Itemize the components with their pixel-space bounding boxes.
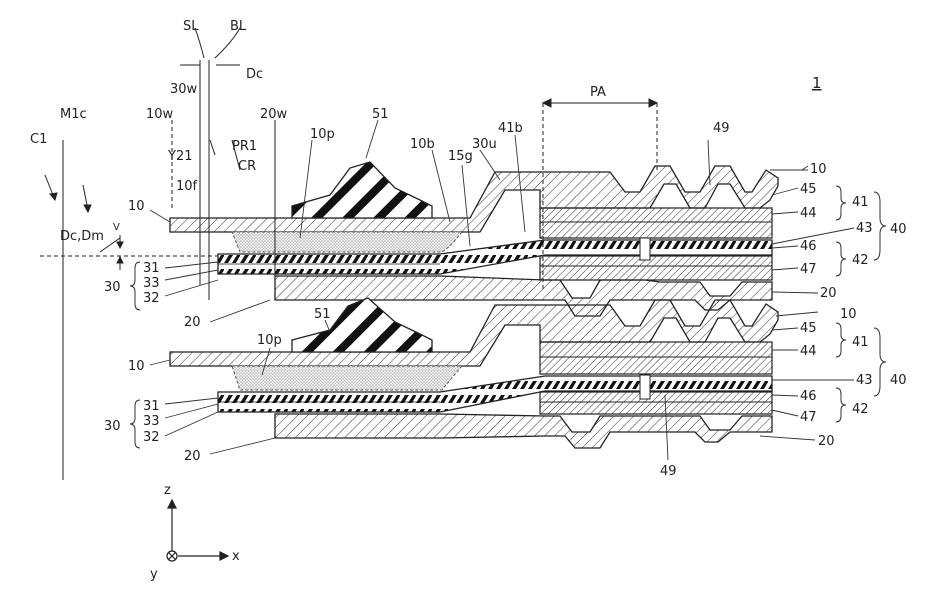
label-33-bottom: 33: [143, 414, 160, 429]
label-30u: 30u: [472, 137, 497, 152]
gdl-41-top: [540, 208, 772, 238]
label-42-top: 42: [852, 253, 869, 268]
top-assembly: [170, 162, 778, 316]
label-10-left-bottom: 10: [128, 359, 145, 374]
label-30w: 30w: [170, 82, 198, 97]
label-PA: PA: [590, 85, 606, 100]
label-20-right-bottom: 20: [818, 434, 835, 449]
label-31-top: 31: [143, 261, 160, 276]
label-M1c: M1c: [60, 107, 87, 122]
marker-49-bottom: [640, 375, 650, 399]
label-C1: C1: [30, 132, 47, 147]
label-41-bottom: 41: [852, 335, 869, 350]
label-47-bottom: 47: [800, 410, 817, 425]
label-44-top: 44: [800, 206, 817, 221]
figure-number: 1: [812, 74, 822, 92]
label-10p-bottom: 10p: [257, 333, 282, 348]
label-SL: SL: [183, 19, 199, 34]
axis-label-x: x: [232, 549, 240, 564]
separator-20-bottom: [275, 414, 772, 448]
label-49-top: 49: [713, 121, 730, 136]
gdl-42-top: [540, 256, 772, 280]
adhesive-cr-top: [232, 232, 462, 252]
label-Y21: Y21: [167, 149, 192, 164]
label-BL: BL: [230, 19, 247, 34]
label-31-bottom: 31: [143, 399, 160, 414]
label-45-top: 45: [800, 182, 817, 197]
marker-49-top: [640, 238, 650, 260]
label-42-bottom: 42: [852, 402, 869, 417]
label-20-mid: 20: [184, 315, 201, 330]
gdl-42-bottom: [540, 392, 772, 414]
gasket-51-bottom: [292, 298, 432, 352]
gdl-41-bottom: [540, 342, 772, 374]
label-46-bottom: 46: [800, 389, 817, 404]
label-40-top: 40: [890, 222, 907, 237]
label-15g: 15g: [448, 149, 473, 164]
label-Dc: Dc: [246, 67, 263, 82]
label-51-bottom: 51: [314, 307, 331, 322]
label-33-top: 33: [143, 276, 160, 291]
label-10w: 10w: [146, 107, 174, 122]
label-46-top: 46: [800, 239, 817, 254]
label-10b: 10b: [410, 137, 435, 152]
label-44-bottom: 44: [800, 344, 817, 359]
label-V: V: [113, 222, 120, 233]
label-30-top: 30: [104, 280, 121, 295]
label-30-bottom: 30: [104, 419, 121, 434]
label-Dc-Dm: Dc,Dm: [60, 229, 104, 244]
label-20-bottom-left: 20: [184, 449, 201, 464]
label-41-top: 41: [852, 195, 869, 210]
label-51-top: 51: [372, 107, 389, 122]
label-32-top: 32: [143, 291, 160, 306]
label-10f: 10f: [176, 179, 198, 194]
label-10p-top: 10p: [310, 127, 335, 142]
label-PR1: PR1: [232, 139, 257, 154]
label-43-top: 43: [856, 221, 873, 236]
label-10-right-top: 10: [810, 162, 827, 177]
bottom-assembly: [170, 298, 778, 448]
label-10-right-bottom: 10: [840, 307, 857, 322]
label-20-right-top: 20: [820, 286, 837, 301]
adhesive-cr-bottom: [232, 366, 462, 390]
label-10-left-top: 10: [128, 199, 145, 214]
label-49-bottom: 49: [660, 464, 677, 479]
label-20w: 20w: [260, 107, 288, 122]
label-43-bottom: 43: [856, 373, 873, 388]
label-CR: CR: [238, 159, 256, 174]
label-40-bottom: 40: [890, 373, 907, 388]
label-41b: 41b: [498, 121, 523, 136]
axis-label-z: z: [164, 483, 171, 498]
label-47-top: 47: [800, 262, 817, 277]
gasket-51-top: [292, 162, 432, 218]
label-32-bottom: 32: [143, 430, 160, 445]
label-45-bottom: 45: [800, 321, 817, 336]
coordinate-axes: [167, 500, 228, 561]
axis-label-y: y: [150, 567, 158, 582]
